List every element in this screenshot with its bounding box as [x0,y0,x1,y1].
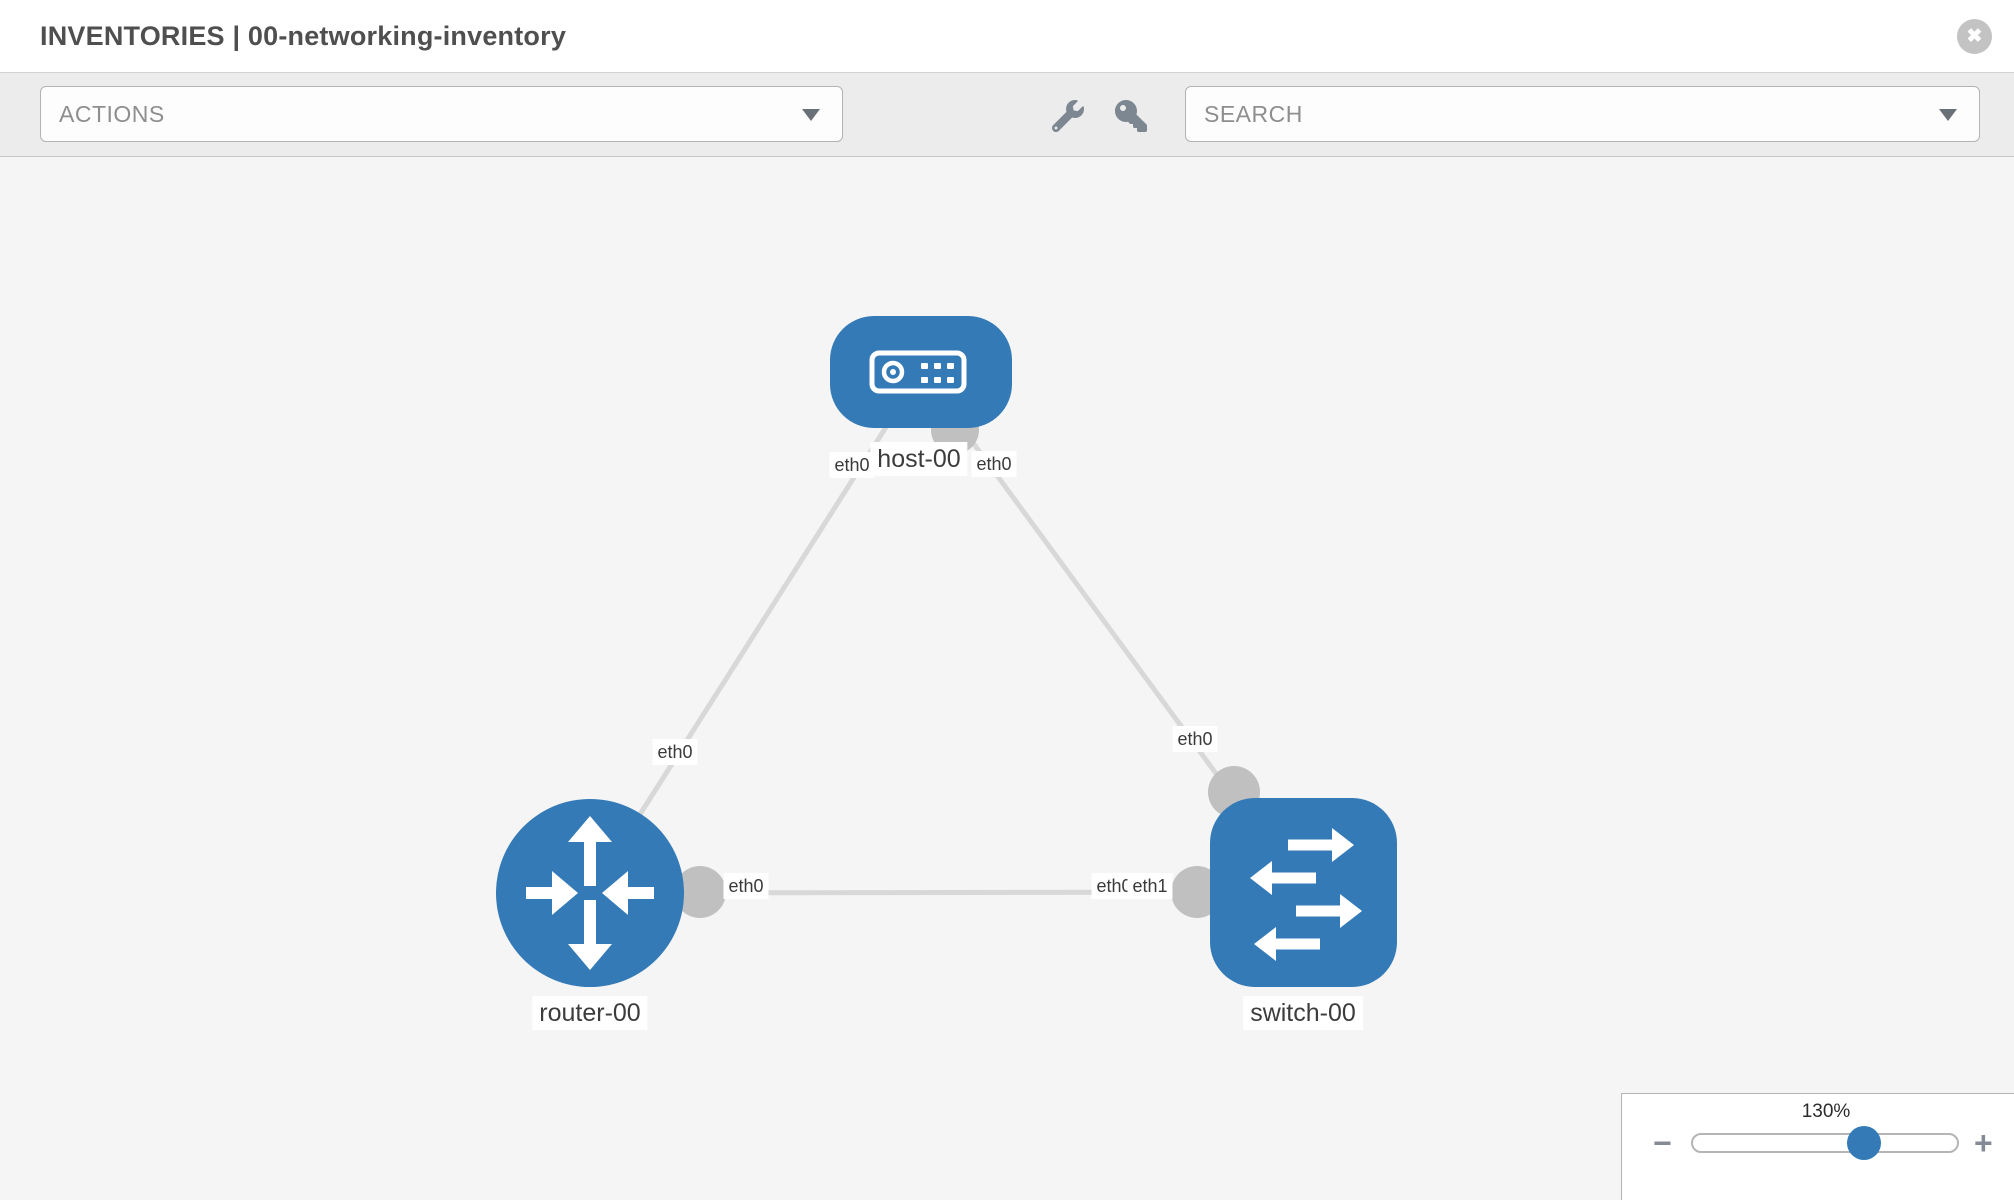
search-dropdown[interactable]: SEARCH [1185,86,1980,142]
credentials-button[interactable] [1115,100,1147,132]
node-label-switch-00: switch-00 [1243,996,1363,1030]
zoom-control-panel: 130% − + [1621,1093,2014,1200]
close-icon: ✖ [1966,26,1983,47]
router-icon [526,816,654,970]
topology-canvas[interactable]: host-00 router-00 switch-00 eth0 eth0 et… [0,157,2014,1200]
close-button[interactable]: ✖ [1957,19,1992,54]
search-input-placeholder: SEARCH [1204,101,1303,127]
zoom-slider-track[interactable] [1691,1133,1959,1153]
zoom-slider-knob[interactable] [1847,1126,1881,1160]
title-bar: INVENTORIES | 00-networking-inventory ✖ [0,0,2014,72]
wrench-icon [1051,100,1084,133]
interface-label-router-eth0: eth0 [723,873,769,899]
node-host-00[interactable] [830,316,1012,428]
chevron-down-icon [1939,109,1957,121]
interface-dot-router-eth0[interactable] [674,866,726,918]
configure-button[interactable] [1051,100,1084,133]
actions-dropdown[interactable]: ACTIONS [40,86,843,142]
zoom-percent-value: 130% [1801,1101,1851,1122]
node-router-00[interactable] [496,799,684,987]
node-label-router-00: router-00 [532,996,648,1030]
interface-label-host-eth0-right: eth0 [971,451,1017,477]
key-icon [1115,100,1147,132]
toolbar: ACTIONS SEARCH [0,72,2014,157]
zoom-out-button[interactable]: − [1653,1125,1672,1161]
host-icon [869,350,967,394]
interface-label-switch-eth1: eth1 [1127,873,1173,899]
interface-label-router-eth0-uplink: eth0 [652,739,698,765]
actions-dropdown-label: ACTIONS [59,101,165,127]
switch-icon [1250,828,1362,961]
interface-label-host-eth0-left: eth0 [829,452,875,478]
zoom-in-button[interactable]: + [1974,1125,1993,1161]
node-switch-00[interactable] [1210,798,1397,987]
chevron-down-icon [802,109,820,121]
interface-label-switch-eth0: eth0 [1172,726,1218,752]
node-label-host-00: host-00 [870,442,968,476]
page-title: INVENTORIES | 00-networking-inventory [40,21,567,51]
